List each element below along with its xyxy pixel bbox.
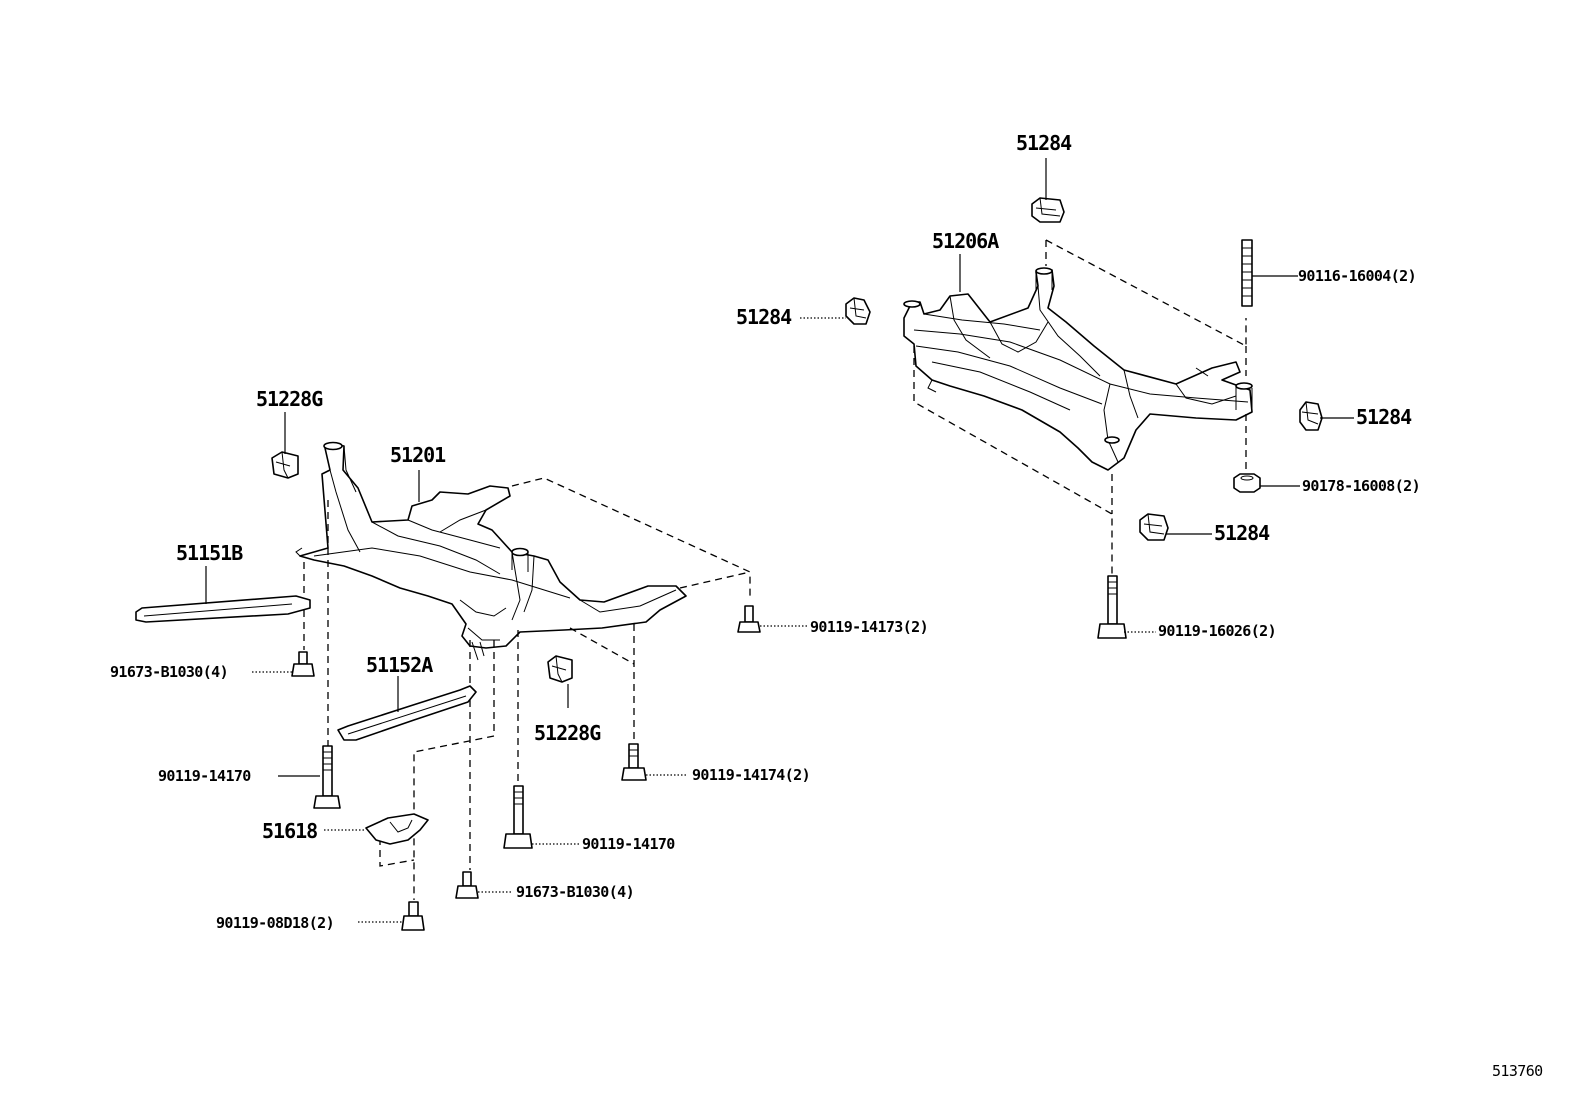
front-leader-lines xyxy=(205,412,808,923)
label-rear-stopper-left[interactable]: 51284 xyxy=(736,305,793,329)
label-rear-stopper-top[interactable]: 51284 xyxy=(1016,131,1073,155)
rear-stud-part[interactable] xyxy=(1241,239,1253,307)
rear-bolt-part[interactable] xyxy=(1097,575,1127,639)
label-front-bolt-14174[interactable]: 90119-14174(2) xyxy=(692,766,811,784)
front-bolt-14170-center-part[interactable] xyxy=(503,785,533,849)
front-plate-part[interactable] xyxy=(365,813,429,845)
front-assembly-lines xyxy=(303,477,751,900)
front-stopper-right-part[interactable] xyxy=(547,655,573,683)
label-rear-bolt[interactable]: 90119-16026(2) xyxy=(1158,622,1277,640)
label-group: 51201 51228G 51151B 51152A 51228G 51618 … xyxy=(110,131,1544,1080)
label-front-stopper-left[interactable]: 51228G xyxy=(256,387,324,411)
label-front-bolt-b1030-left[interactable]: 91673-B1030(4) xyxy=(110,663,229,681)
front-bolt-14173-part[interactable] xyxy=(737,605,761,633)
label-front-bolt-14170-left[interactable]: 90119-14170 xyxy=(158,767,252,785)
front-brace-a-part[interactable] xyxy=(337,685,477,741)
label-front-brace-b[interactable]: 51151B xyxy=(176,541,244,565)
label-rear-stud[interactable]: 90116-16004(2) xyxy=(1298,267,1417,285)
rear-nut-part[interactable] xyxy=(1233,473,1261,493)
front-suspension-member[interactable] xyxy=(295,441,687,661)
front-bolt-b1030-bottom-part[interactable] xyxy=(455,871,479,899)
label-front-bolt-b1030-bottom[interactable]: 91673-B1030(4) xyxy=(516,883,635,901)
label-front-bolt-14170-center[interactable]: 90119-14170 xyxy=(582,835,676,853)
front-bolt-b1030-left-part[interactable] xyxy=(291,651,315,677)
front-bolt-14174-part[interactable] xyxy=(621,743,647,781)
rear-stopper-left-part[interactable] xyxy=(845,297,871,325)
label-front-plate[interactable]: 51618 xyxy=(262,819,318,843)
front-bolt-08d18-part[interactable] xyxy=(401,901,425,931)
rear-leader-lines xyxy=(800,158,1354,633)
label-front-brace-a[interactable]: 51152A xyxy=(366,653,434,677)
rear-assembly-lines xyxy=(913,239,1247,574)
label-rear-nut[interactable]: 90178-16008(2) xyxy=(1302,477,1421,495)
front-stopper-left-part[interactable] xyxy=(271,451,299,479)
rear-stopper-top-part[interactable] xyxy=(1031,197,1065,223)
label-front-member[interactable]: 51201 xyxy=(390,443,447,467)
label-rear-stopper-bottom[interactable]: 51284 xyxy=(1214,521,1271,545)
front-bolt-14170-left-part[interactable] xyxy=(313,745,341,809)
diagram-id: 513760 xyxy=(1492,1062,1543,1080)
label-rear-member[interactable]: 51206A xyxy=(932,229,1000,253)
label-rear-stopper-right[interactable]: 51284 xyxy=(1356,405,1413,429)
label-front-bolt-08d18[interactable]: 90119-08D18(2) xyxy=(216,914,335,932)
rear-stopper-bottom-part[interactable] xyxy=(1139,513,1169,541)
front-brace-b-part[interactable] xyxy=(135,595,311,623)
rear-suspension-member[interactable] xyxy=(903,267,1253,471)
label-front-bolt-14173[interactable]: 90119-14173(2) xyxy=(810,618,929,636)
label-front-stopper-right[interactable]: 51228G xyxy=(534,721,602,745)
rear-stopper-right-part[interactable] xyxy=(1299,401,1323,431)
